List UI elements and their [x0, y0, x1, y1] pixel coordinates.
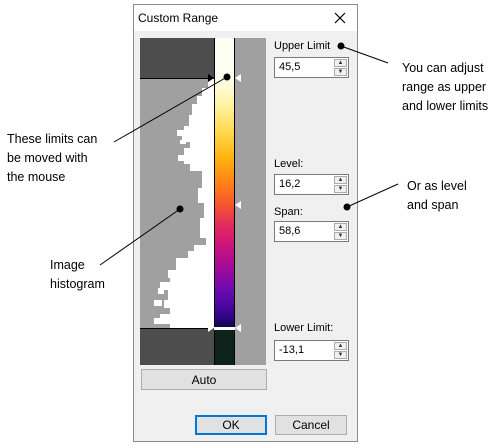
- lower-limit-marker-line[interactable]: [214, 327, 235, 330]
- upper-right-triangle-marker[interactable]: [235, 74, 241, 82]
- upper-limit-value[interactable]: 45,5: [279, 61, 301, 73]
- annotation-line: You can adjust: [402, 61, 484, 75]
- auto-button[interactable]: Auto: [141, 369, 267, 390]
- callout-dot-level-span: [343, 203, 351, 211]
- lower-limit-value[interactable]: -13,1: [279, 344, 305, 356]
- lower-right-triangle-marker[interactable]: [235, 324, 241, 332]
- arrow-down-icon[interactable]: ▼: [334, 185, 347, 193]
- lower-limit-label: Lower Limit:: [274, 322, 334, 334]
- title-bar: Custom Range: [134, 5, 357, 31]
- histogram-panel[interactable]: [140, 38, 266, 365]
- annotation-line: These limits can: [7, 132, 98, 146]
- upper-limit-spinbox[interactable]: 45,5 ▲ ▼: [274, 57, 349, 78]
- arrow-up-icon[interactable]: ▲: [334, 342, 347, 350]
- custom-range-dialog: Custom Range Upper Limit 45,5 ▲: [133, 4, 358, 442]
- upper-left-triangle-marker[interactable]: [208, 74, 214, 82]
- annotation-limits-moved: These limits can be moved with the mouse: [7, 130, 97, 187]
- histogram-lower-dark-region: [140, 328, 214, 365]
- level-triangle-marker[interactable]: [235, 201, 241, 209]
- annotation-line: and span: [407, 198, 459, 212]
- upper-limit-label: Upper Limit: [274, 40, 331, 52]
- annotation-line: Or as level: [407, 179, 467, 193]
- annotation-line: range as upper: [402, 80, 487, 94]
- arrow-up-icon[interactable]: ▲: [334, 176, 347, 184]
- upper-limit-line: [140, 78, 214, 79]
- arrow-down-icon[interactable]: ▼: [334, 351, 347, 359]
- arrow-down-icon[interactable]: ▼: [334, 68, 347, 76]
- callout-dot-limits: [223, 73, 231, 81]
- close-icon: [334, 12, 346, 24]
- histogram-upper-dark-region: [140, 38, 214, 78]
- annotation-adjust-range: You can adjust range as upper and lower …: [402, 59, 488, 116]
- ok-button[interactable]: OK: [195, 415, 267, 435]
- callout-dot-histogram: [176, 205, 184, 213]
- span-label: Span:: [274, 206, 303, 218]
- annotation-line: the mouse: [7, 170, 66, 184]
- lower-limit-spinbox[interactable]: -13,1 ▲ ▼: [274, 340, 349, 361]
- close-button[interactable]: [329, 7, 351, 29]
- arrow-down-icon[interactable]: ▼: [334, 232, 347, 240]
- level-value[interactable]: 16,2: [279, 178, 301, 190]
- dialog-title: Custom Range: [138, 11, 219, 25]
- lower-left-triangle-marker[interactable]: [208, 324, 214, 332]
- arrow-up-icon[interactable]: ▲: [334, 223, 347, 231]
- annotation-line: and lower limits: [402, 99, 489, 113]
- histogram-bars: [154, 79, 214, 328]
- callout-dot-upper: [337, 42, 345, 50]
- annotation-line: Image: [50, 258, 85, 272]
- lower-limit-line: [140, 328, 214, 329]
- arrow-up-icon[interactable]: ▲: [334, 59, 347, 67]
- annotation-histogram: Image histogram: [50, 256, 105, 294]
- annotation-level-span: Or as level and span: [407, 177, 467, 215]
- span-value[interactable]: 58,6: [279, 225, 301, 237]
- cancel-button[interactable]: Cancel: [275, 415, 347, 435]
- level-label: Level:: [274, 158, 304, 170]
- span-spinbox[interactable]: 58,6 ▲ ▼: [274, 221, 349, 242]
- annotation-line: histogram: [50, 277, 105, 291]
- annotation-line: be moved with: [7, 151, 88, 165]
- color-scale-bar[interactable]: [214, 38, 235, 365]
- level-spinbox[interactable]: 16,2 ▲ ▼: [274, 174, 349, 195]
